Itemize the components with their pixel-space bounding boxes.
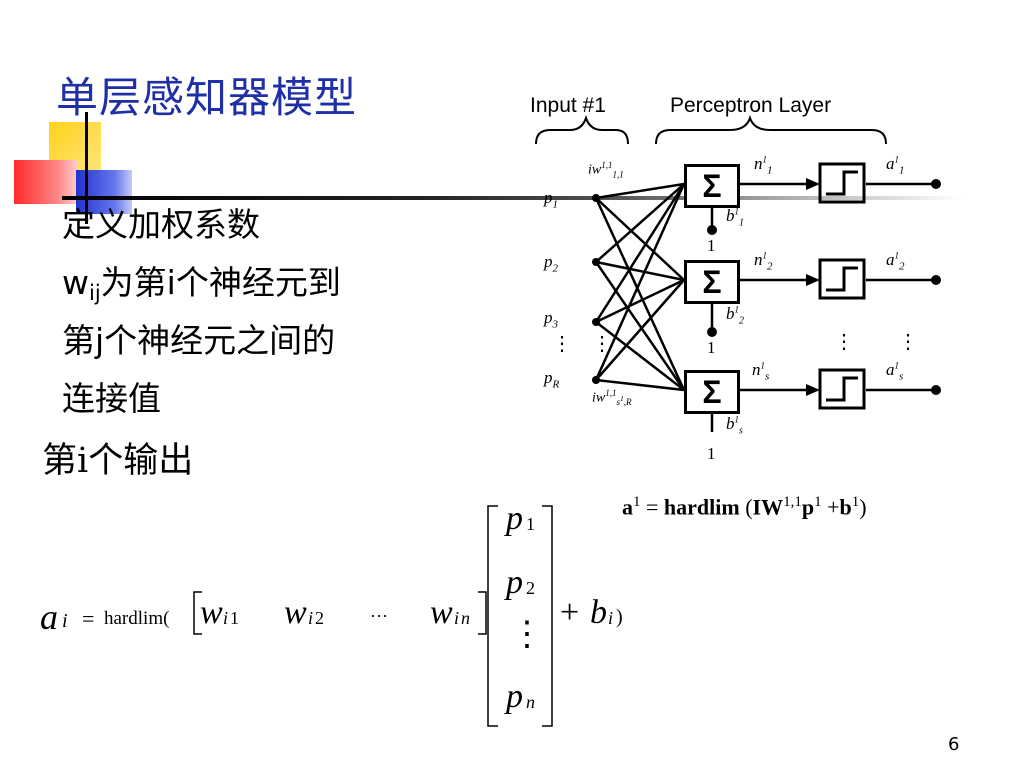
input-pn-index: n bbox=[526, 692, 535, 712]
weight-wn: w bbox=[430, 594, 453, 631]
row-ellipsis: ··· bbox=[370, 606, 388, 626]
output-label-2: a12 bbox=[886, 250, 905, 273]
output-label-1: a11 bbox=[886, 154, 905, 177]
bias-one-s: 1 bbox=[707, 444, 716, 463]
title-underline bbox=[62, 196, 962, 200]
svg-text:⋮: ⋮ bbox=[898, 331, 918, 353]
page-number: 6 bbox=[948, 734, 960, 755]
formula-a-index: i bbox=[62, 610, 68, 632]
decorative-vertical-line bbox=[85, 112, 88, 224]
svg-text:⋮: ⋮ bbox=[834, 331, 854, 353]
weight-w2: w bbox=[284, 594, 307, 631]
slide-title: 单层感知器模型 bbox=[56, 73, 358, 122]
definition-line-1: 定义加权系数 bbox=[62, 205, 260, 244]
bias-label-1: b11 bbox=[726, 206, 744, 229]
column-vdots: ⋮ bbox=[510, 616, 544, 653]
bias-one-2: 1 bbox=[707, 338, 716, 357]
hardlim-equation: a1 = hardlim (IW1,1p1 +b1) bbox=[622, 494, 867, 520]
output-label: 第i个输出 bbox=[42, 441, 194, 481]
input-label-3: p3 bbox=[544, 308, 558, 331]
net-input-label-2: n12 bbox=[754, 250, 773, 273]
weight-w2-i: i bbox=[308, 608, 314, 628]
weight-w2-index: 2 bbox=[315, 608, 324, 628]
definition-line-3: 第j个神经元之间的 bbox=[62, 321, 336, 360]
definition-line-4: 连接值 bbox=[62, 379, 161, 418]
input-group-label: Input #1 bbox=[530, 94, 606, 117]
bias-label-s: b1s bbox=[726, 414, 743, 437]
column-vector-left-bracket bbox=[487, 505, 498, 727]
input-label-1: p1 bbox=[544, 188, 558, 211]
weight-wn-i: i bbox=[454, 608, 460, 628]
weight-subscript: ij bbox=[89, 281, 101, 305]
bias-one-1: 1 bbox=[707, 236, 716, 255]
weight-label-bottom: iw1,1s1,R bbox=[592, 388, 632, 408]
formula-hardlim: hardlim( bbox=[104, 608, 170, 629]
output-formula: a i = hardlim( w i 1 w i 2 ··· w i n p 1… bbox=[40, 494, 680, 734]
formula-plus: + bbox=[560, 594, 580, 631]
weight-label-top: iw1,11,1 bbox=[588, 160, 624, 180]
summation-box-2: Σ bbox=[684, 260, 740, 304]
network-connections: ⋮ ⋮ bbox=[535, 114, 941, 432]
weight-symbol: w bbox=[62, 263, 89, 302]
input-p1-index: 1 bbox=[526, 514, 535, 534]
formula-equals: = bbox=[82, 606, 95, 631]
weight-wn-index: n bbox=[461, 608, 470, 628]
definition-line-2: wij为第i个神经元到 bbox=[62, 254, 341, 312]
formula-b-index: i bbox=[608, 608, 614, 628]
bias-label-2: b12 bbox=[726, 304, 744, 327]
formula-b: b bbox=[590, 594, 607, 631]
row-vector-left-bracket bbox=[193, 591, 202, 635]
input-pn: p bbox=[506, 678, 523, 715]
svg-text:⋮: ⋮ bbox=[592, 333, 612, 355]
formula-close-paren: ) bbox=[616, 606, 623, 628]
summation-box-3: Σ bbox=[684, 370, 740, 414]
input-p2: p bbox=[506, 564, 523, 601]
column-vector-right-bracket bbox=[542, 505, 553, 727]
weight-w1: w bbox=[200, 594, 223, 631]
input-label-r: pR bbox=[544, 368, 560, 391]
formula-a: a bbox=[40, 597, 58, 637]
summation-box-1: Σ bbox=[684, 164, 740, 208]
weight-w1-index: 1 bbox=[230, 608, 239, 628]
net-input-label-1: n11 bbox=[754, 154, 773, 177]
svg-text:⋮: ⋮ bbox=[552, 333, 572, 355]
weight-definition: 定义加权系数 wij为第i个神经元到 第j个神经元之间的 连接值 bbox=[62, 196, 341, 428]
definition-line-2-rest: 为第i个神经元到 bbox=[100, 263, 341, 302]
input-label-2: p2 bbox=[544, 252, 558, 275]
input-p1: p bbox=[506, 500, 523, 537]
row-vector-right-bracket bbox=[478, 591, 487, 635]
input-p2-index: 2 bbox=[526, 578, 535, 598]
perceptron-network-diagram: ⋮ ⋮ bbox=[530, 92, 970, 463]
layer-group-label: Perceptron Layer bbox=[670, 94, 832, 117]
output-label-s: a1s bbox=[886, 360, 904, 383]
net-input-label-s: n1s bbox=[752, 360, 770, 383]
weight-w1-i: i bbox=[223, 608, 229, 628]
